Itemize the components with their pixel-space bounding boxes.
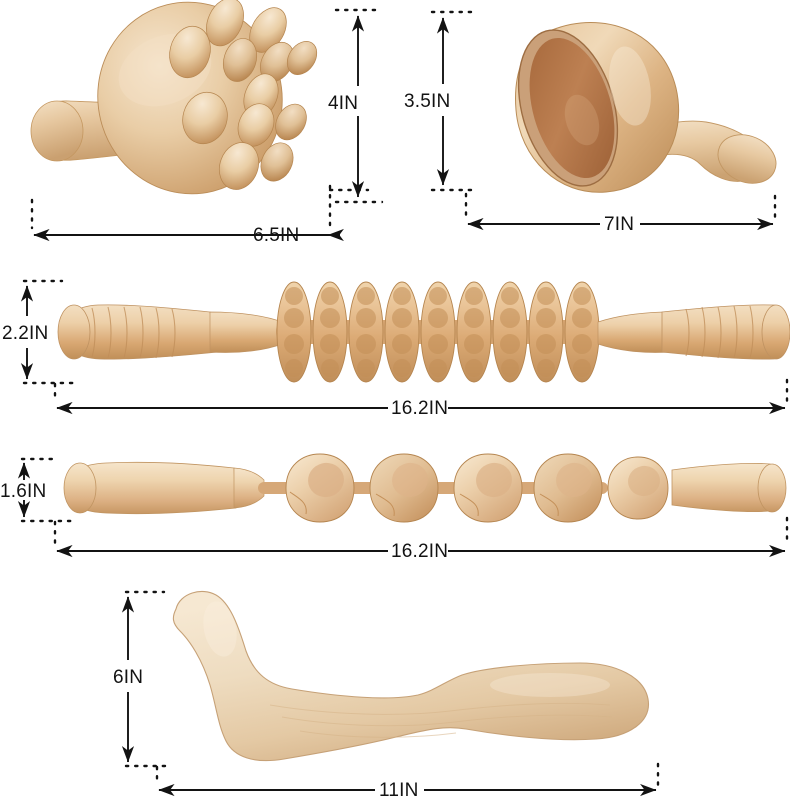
product-fluted-disc-roller: [50, 278, 791, 386]
product-cup-massager: [462, 8, 782, 198]
bead-group: [285, 453, 669, 523]
fluted-disc-roller-illustration: [57, 281, 791, 383]
dimension-label-1-6in: 1.6IN: [0, 481, 47, 502]
dimension-label-16-2in-bottom: 16.2IN: [391, 541, 449, 562]
trigger-point-tool-illustration: [172, 591, 649, 762]
dimension-label-4in: 4IN: [328, 93, 359, 114]
dimension-label-7in: 7IN: [604, 214, 635, 235]
dimension-label-6in: 6IN: [113, 667, 144, 688]
dimension-label-6-5in: 6.5IN: [253, 225, 300, 246]
cup-massager-illustration: [515, 22, 777, 193]
product-nubbed-mushroom-massager: [25, 0, 335, 200]
dimension-label-16-2in-top: 16.2IN: [391, 398, 449, 419]
product-trigger-point-gua-sha: [150, 585, 670, 775]
mushroom-massager-illustration: [30, 0, 318, 195]
product-faceted-bead-roller: [58, 452, 788, 524]
disc-group: [276, 281, 600, 383]
dimension-label-11in: 11IN: [379, 780, 419, 801]
dimension-label-2-2in: 2.2IN: [2, 323, 49, 344]
dimension-label-3-5in: 3.5IN: [404, 91, 451, 112]
faceted-bead-roller-illustration: [63, 453, 787, 523]
